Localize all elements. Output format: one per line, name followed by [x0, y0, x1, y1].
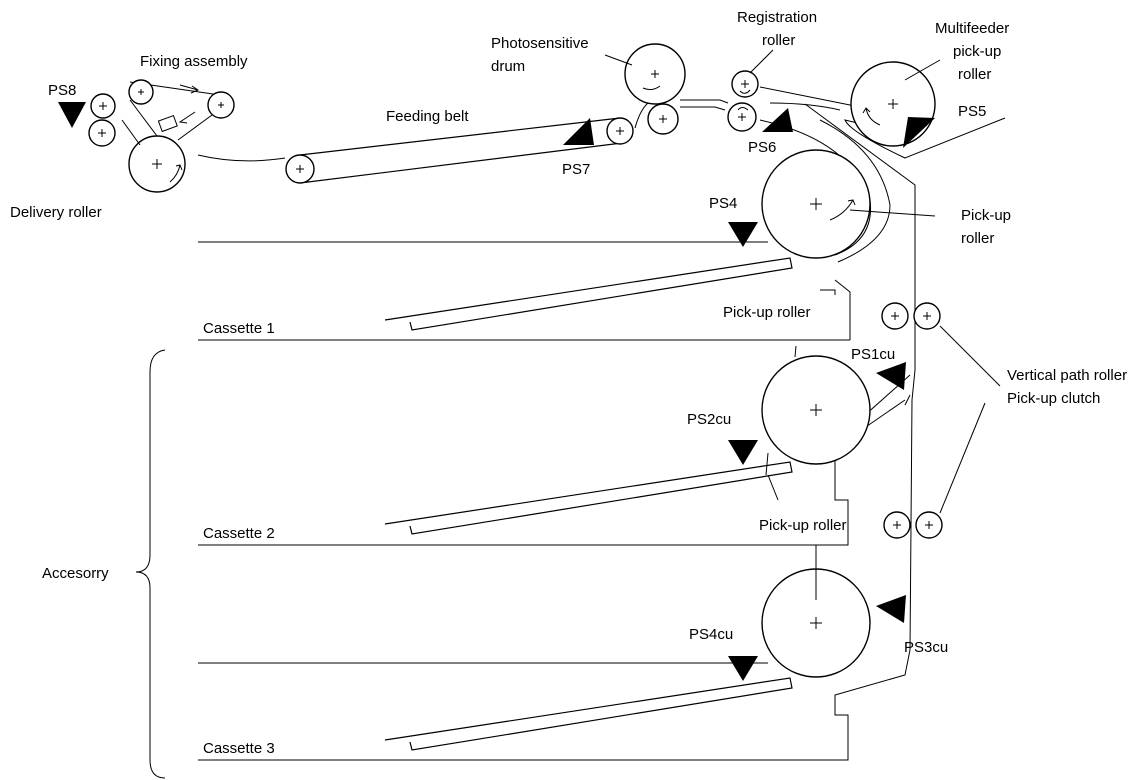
leader-lines: [135, 49, 1001, 779]
fixing-assembly: [128, 79, 235, 193]
label-ps2cu: PS2cu: [687, 411, 731, 428]
label-registration-roller-2: roller: [762, 32, 795, 49]
label-ps1cu: PS1cu: [851, 346, 895, 363]
label-ps4: PS4: [709, 195, 737, 212]
label-feeding-belt: Feeding belt: [386, 108, 469, 125]
cassette-lines: [198, 241, 850, 761]
label-vertical-path-roller: Vertical path roller: [1007, 367, 1127, 384]
sensor-ps6: [762, 108, 793, 132]
label-multifeeder-1: Multifeeder: [935, 20, 1009, 37]
label-cassette-1: Cassette 1: [203, 320, 275, 337]
rotation-arrows: [169, 85, 881, 221]
label-pickup-roller-2: Pick-up roller: [723, 304, 811, 321]
sensor-ps2cu: [728, 440, 758, 465]
pickup-rollers: [761, 149, 871, 678]
label-photosensitive-drum-2: drum: [491, 58, 525, 75]
label-delivery-roller: Delivery roller: [10, 204, 102, 221]
label-multifeeder-3: roller: [958, 66, 991, 83]
delivery-rollers: [88, 93, 141, 147]
paper-path-lines: [197, 86, 1006, 761]
label-pickup-roller-3: Pick-up roller: [759, 517, 847, 534]
sensor-ps3cu: [876, 595, 906, 623]
label-ps4cu: PS4cu: [689, 626, 733, 643]
sensor-ps8: [58, 102, 86, 128]
label-pickup-clutch: Pick-up clutch: [1007, 390, 1100, 407]
sensor-ps1cu: [876, 362, 906, 390]
sensors: [58, 102, 935, 681]
label-fixing-assembly: Fixing assembly: [140, 53, 248, 70]
labels: Fixing assembly PS8 Delivery roller Feed…: [10, 9, 1127, 757]
label-ps7: PS7: [562, 161, 590, 178]
lift-plates: [384, 257, 793, 751]
sensor-ps4: [728, 222, 758, 247]
label-accessory: Accesorry: [42, 565, 109, 582]
label-multifeeder-2: pick-up: [953, 43, 1001, 60]
center-marks: [98, 70, 933, 629]
label-pickup-roller-main-2: roller: [961, 230, 994, 247]
sensor-ps5: [903, 117, 935, 148]
sensor-ps4cu: [728, 656, 758, 681]
label-pickup-roller-main-1: Pick-up: [961, 207, 1011, 224]
label-ps5: PS5: [958, 103, 986, 120]
label-cassette-2: Cassette 2: [203, 525, 275, 542]
label-photosensitive-drum-1: Photosensitive: [491, 35, 589, 52]
label-ps6: PS6: [748, 139, 776, 156]
label-ps8: PS8: [48, 82, 76, 99]
label-registration-roller-1: Registration: [737, 9, 817, 26]
sensor-ps7: [563, 118, 594, 145]
label-ps3cu: PS3cu: [904, 639, 948, 656]
label-cassette-3: Cassette 3: [203, 740, 275, 757]
